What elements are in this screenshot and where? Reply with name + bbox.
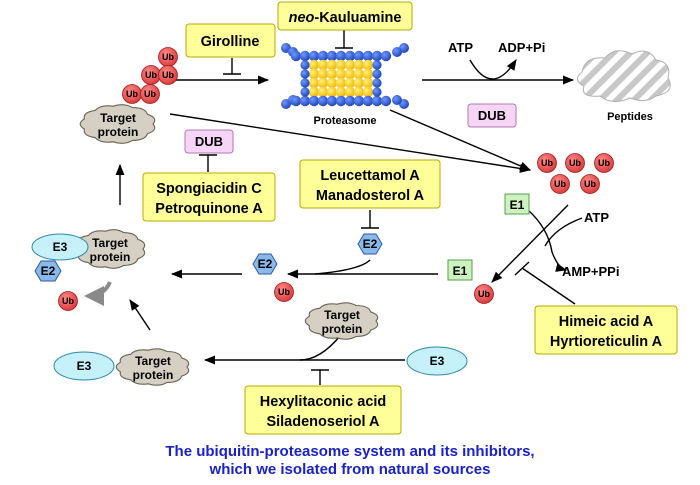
girolline-box: Girolline [185, 23, 276, 58]
caption-line2: which we isolated from natural sources [209, 461, 491, 478]
ub-circle: Ub [140, 84, 160, 104]
dub-box-left: DUB [184, 129, 234, 154]
dub-label-left: DUB [195, 134, 223, 149]
e1-box-bottom: E1 [447, 259, 473, 281]
ub-circle: Ub [550, 174, 570, 194]
ub-circle: Ub [274, 282, 294, 302]
target-protein-line1: Target [324, 308, 360, 322]
himeic-box: Himeic acid A Hyrtioreticulin A [534, 305, 678, 355]
e2-label-left: E2 [258, 257, 273, 271]
hexylitaconic-box: Hexylitaconic acid Siladenoseriol A [244, 385, 402, 435]
ub-circle: Ub [58, 291, 78, 311]
leucettamol-line2: Manadosterol A [316, 188, 425, 204]
ub-transfer-arrow [84, 281, 112, 306]
e2-label-mid: E2 [363, 237, 378, 251]
connectors [115, 30, 583, 385]
ub-circle: Ub [141, 65, 161, 85]
e3-ellipse-complex: E3 [31, 233, 89, 261]
spongiacidin-line2: Petroquinone A [155, 201, 263, 217]
amp-ppi-label: AMP+PPi [562, 264, 619, 279]
ub-label: Ub [569, 158, 581, 168]
ub-circle: Ub [474, 284, 494, 304]
hexylitaconic-line1: Hexylitaconic acid [260, 394, 387, 410]
ub-label: Ub [541, 158, 553, 168]
ub-label: Ub [584, 179, 596, 189]
ub-label: Ub [554, 179, 566, 189]
ub-circle: Ub [594, 153, 614, 173]
e1-label-bottom: E1 [453, 264, 468, 278]
e3-ellipse-bottom-left: E3 [53, 351, 115, 381]
kauluamine-suffix: -Kauluamine [314, 10, 401, 26]
kauluamine-box: neo-Kauluamine [277, 1, 413, 31]
target-protein-line2: protein [90, 250, 131, 264]
himeic-line1: Himeic acid A [559, 314, 654, 330]
atp-label-top: ATP [448, 40, 473, 55]
ub-circle: Ub [158, 47, 178, 67]
kauluamine-prefix: neo [289, 10, 315, 26]
e1-box-top: E1 [504, 193, 530, 215]
spongiacidin-line1: Spongiacidin C [156, 181, 262, 197]
target-protein-line2: protein [322, 322, 363, 336]
leucettamol-line1: Leucettamol A [320, 168, 420, 184]
target-protein-line1: Target [92, 236, 128, 250]
e2-hex-left: E2 [252, 253, 278, 275]
dub-label-right: DUB [478, 108, 506, 123]
leucettamol-box: Leucettamol A Manadosterol A [299, 159, 441, 209]
ub-label: Ub [478, 289, 490, 299]
peptides-label: Peptides [607, 111, 653, 123]
atp-label-e1: ATP [584, 210, 609, 225]
ub-label: Ub [162, 70, 174, 80]
ub-label: Ub [145, 70, 157, 80]
target-protein-line2: protein [133, 368, 174, 382]
proteasome-label: Proteasome [314, 115, 377, 127]
e3-label-complex: E3 [53, 240, 68, 254]
ub-circle: Ub [580, 174, 600, 194]
ub-label: Ub [144, 89, 156, 99]
target-protein-line2: protein [98, 125, 139, 139]
ub-circle: Ub [537, 153, 557, 173]
proteasome-icon [281, 43, 409, 109]
e2-hex-mid: E2 [357, 233, 383, 255]
spongiacidin-box: Spongiacidin C Petroquinone A [142, 172, 276, 222]
girolline-label: Girolline [201, 34, 260, 50]
target-protein-line1: Target [135, 354, 171, 368]
ub-label: Ub [598, 158, 610, 168]
e3-ellipse-right: E3 [406, 346, 468, 376]
hexylitaconic-line2: Siladenoseriol A [266, 414, 380, 430]
caption-line1: The ubiquitin-proteasome system and its … [165, 443, 535, 460]
ub-label: Ub [162, 52, 174, 62]
e1-label-top: E1 [510, 198, 525, 212]
e3-label-bottom-left: E3 [77, 359, 92, 373]
adp-pi-label: ADP+Pi [498, 40, 545, 55]
peptides-cloud-icon [577, 50, 671, 102]
e2-hex-complex: E2 [34, 260, 62, 282]
ub-circle: Ub [565, 153, 585, 173]
e3-label-right: E3 [430, 354, 445, 368]
svg-text:neo-Kauluamine: neo-Kauluamine [289, 10, 402, 26]
ub-label: Ub [126, 89, 138, 99]
ub-circle: Ub [158, 65, 178, 85]
target-protein-line1: Target [100, 111, 136, 125]
ub-label: Ub [62, 296, 74, 306]
himeic-line2: Hyrtioreticulin A [550, 334, 663, 350]
ub-circle: Ub [122, 84, 142, 104]
ub-label: Ub [278, 287, 290, 297]
dub-box-right: DUB [467, 103, 517, 128]
e2-label-complex: E2 [41, 264, 56, 278]
